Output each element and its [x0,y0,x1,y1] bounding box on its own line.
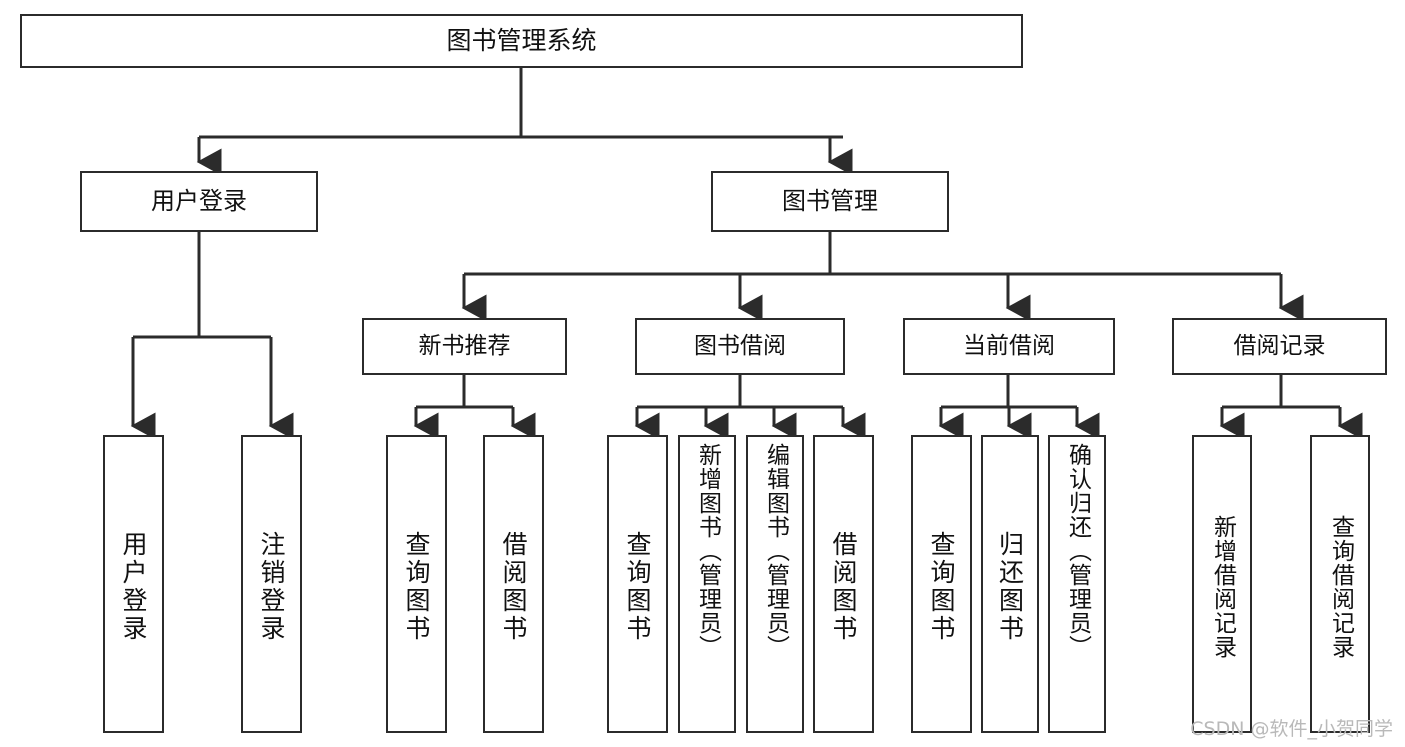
node-user-login[interactable]: 用户登录 [80,171,318,232]
node-book-borrow-label: 图书借阅 [694,333,786,360]
node-new-book-recommend[interactable]: 新书推荐 [362,318,567,375]
node-leaf-query-borrow-record[interactable]: 查询借阅记录 [1310,435,1370,733]
node-book-manage[interactable]: 图书管理 [711,171,949,232]
node-borrow-record[interactable]: 借阅记录 [1172,318,1387,375]
node-leaf-borrow-book-1-label: 借阅图书 [499,531,528,643]
node-leaf-query-book-2-label: 查询图书 [623,531,652,643]
node-leaf-edit-book[interactable]: 编辑图书（管理员） [746,435,804,733]
node-leaf-borrow-book-2-label: 借阅图书 [829,531,858,643]
node-leaf-query-book-1[interactable]: 查询图书 [386,435,447,733]
node-leaf-query-book-1-label: 查询图书 [402,531,431,643]
node-borrow-record-label: 借阅记录 [1233,333,1326,360]
node-root[interactable]: 图书管理系统 [20,14,1023,68]
node-leaf-query-borrow-record-label: 查询借阅记录 [1327,515,1354,659]
node-leaf-add-book-label: 新增图书（管理员） [694,443,721,659]
node-leaf-user-login[interactable]: 用户登录 [103,435,164,733]
node-leaf-logout-login[interactable]: 注销登录 [241,435,302,733]
node-root-label: 图书管理系统 [446,25,597,55]
node-book-manage-label: 图书管理 [782,186,878,215]
node-leaf-logout-login-label: 注销登录 [257,531,286,643]
node-new-book-recommend-label: 新书推荐 [418,333,511,360]
node-leaf-confirm-return[interactable]: 确认归还（管理员） [1048,435,1106,733]
node-leaf-query-book-3-label: 查询图书 [927,531,956,643]
node-leaf-return-book[interactable]: 归还图书 [981,435,1039,733]
node-leaf-confirm-return-label: 确认归还（管理员） [1064,443,1091,659]
node-leaf-return-book-label: 归还图书 [995,531,1025,643]
node-current-borrow[interactable]: 当前借阅 [903,318,1115,375]
node-current-borrow-label: 当前借阅 [963,333,1055,360]
node-leaf-borrow-book-1[interactable]: 借阅图书 [483,435,544,733]
node-leaf-query-book-2[interactable]: 查询图书 [607,435,668,733]
node-book-borrow[interactable]: 图书借阅 [635,318,845,375]
node-leaf-add-borrow-record[interactable]: 新增借阅记录 [1192,435,1252,733]
node-leaf-borrow-book-2[interactable]: 借阅图书 [813,435,874,733]
node-leaf-add-borrow-record-label: 新增借阅记录 [1209,515,1236,659]
node-leaf-user-login-label: 用户登录 [119,531,148,643]
node-leaf-query-book-3[interactable]: 查询图书 [911,435,972,733]
node-leaf-edit-book-label: 编辑图书（管理员） [762,443,789,659]
node-leaf-add-book[interactable]: 新增图书（管理员） [678,435,736,733]
node-user-login-label: 用户登录 [151,186,247,215]
